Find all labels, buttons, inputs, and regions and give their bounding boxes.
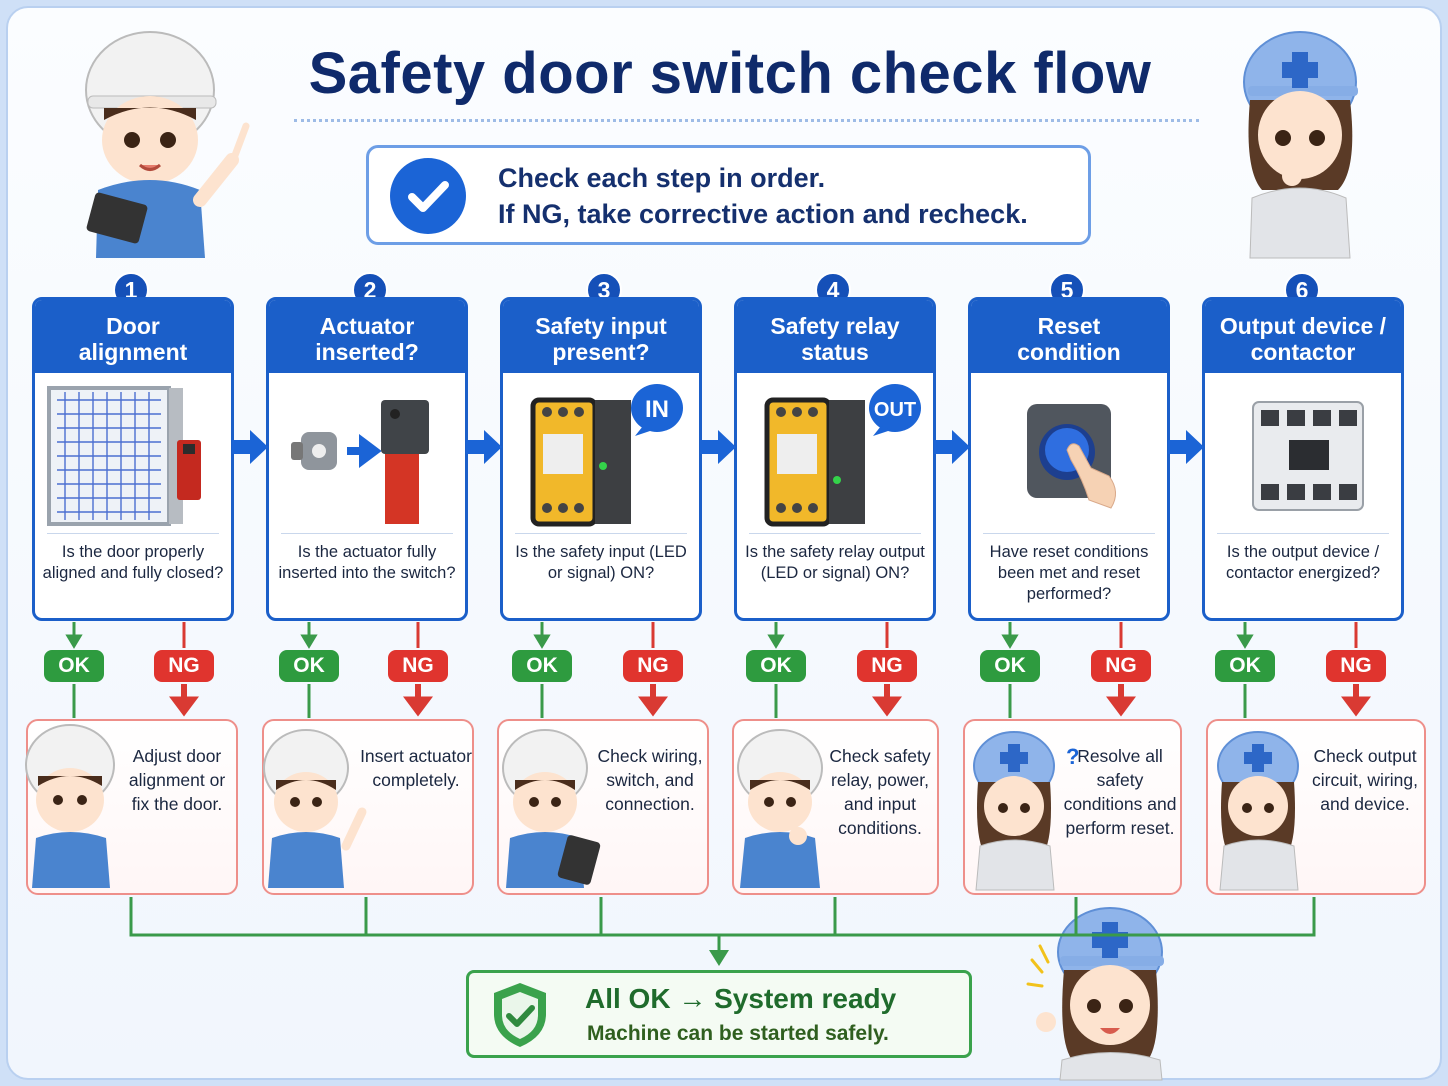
worker-celebrating-icon [1026, 907, 1164, 1081]
card-divider [281, 533, 453, 534]
reset-button-icon [1027, 404, 1116, 509]
instruction-line-1: Check each step in order. [498, 163, 826, 193]
ok-badge-2: OK [279, 650, 339, 682]
instruction-panel [366, 145, 1091, 245]
worker-pointing-icon [85, 31, 250, 258]
arrow-right-icon [700, 430, 736, 464]
page-title: Safety door switch check flow [308, 41, 1152, 106]
step-question-6: Is the output device / contactor energiz… [1225, 543, 1381, 582]
step-card-6: Output device /contactor Is the output d… [1202, 297, 1404, 621]
ng-action-text-5: Resolve all safety conditions and perfor… [1063, 746, 1177, 838]
ng-badge-6: NG [1326, 650, 1386, 682]
ng-action-text-3: Check wiring, switch, and connection. [597, 746, 703, 814]
ng-badge-5: NG [1091, 650, 1151, 682]
step-title-6: Output device /contactor [1205, 300, 1401, 373]
door-guard-icon [47, 386, 201, 526]
safety-relay-icon: IN [530, 384, 683, 527]
ok-badge-1: OK [44, 650, 104, 682]
card-divider [749, 533, 921, 534]
ok-badge-5: OK [980, 650, 1040, 682]
safety-relay-icon: OUT [764, 384, 921, 527]
card-divider [1217, 533, 1389, 534]
ng-action-text-1: Adjust door alignment or fix the door. [128, 746, 226, 814]
ng-badge-2: NG [388, 650, 448, 682]
ng-badge-4: NG [857, 650, 917, 682]
checkmark-icon [390, 158, 466, 234]
ng-action-text-4: Check safety relay, power, and input con… [829, 746, 931, 838]
step-question-1: Is the door properly aligned and fully c… [42, 543, 224, 582]
input-bubble-label: IN [645, 396, 669, 423]
ng-badge-1: NG [154, 650, 214, 682]
title-divider [294, 119, 1199, 122]
card-divider [983, 533, 1155, 534]
card-divider [515, 533, 687, 534]
worker-thinking-icon: ? [973, 731, 1079, 891]
shield-check-icon [494, 983, 546, 1047]
output-bubble-label: OUT [874, 399, 916, 421]
step-question-3: Is the safety input (LED or signal) ON? [515, 543, 687, 582]
step-question-4: Is the safety relay output (LED or signa… [745, 543, 925, 582]
arrow-right-icon [232, 430, 268, 464]
arrow-right-icon [466, 430, 502, 464]
ng-badge-3: NG [623, 650, 683, 682]
worker-thinking-icon [737, 729, 823, 888]
card-divider [47, 533, 219, 534]
worker-thinking-icon [1243, 31, 1358, 259]
ng-action-text-2: Insert actuator completely. [360, 746, 472, 790]
final-result-box [466, 970, 972, 1058]
actuator-switch-icon [291, 400, 429, 524]
step-question-5: Have reset conditions been met and reset… [989, 543, 1149, 603]
instruction-line-2: If NG, take corrective action and rechec… [498, 199, 1028, 229]
worker-tablet-icon [502, 729, 601, 888]
arrow-right-icon [934, 430, 970, 464]
final-result-subtitle: Machine can be started safely. [587, 1022, 889, 1045]
worker-pointing-icon [263, 729, 367, 888]
ng-action-text-6: Check output circuit, wiring, and device… [1312, 746, 1418, 814]
step-question-2: Is the actuator fully inserted into the … [278, 543, 456, 582]
worker-arms-crossed-icon [25, 724, 115, 888]
arrow-right-icon [1168, 430, 1204, 464]
ok-badge-3: OK [512, 650, 572, 682]
ok-badge-6: OK [1215, 650, 1275, 682]
question-mark-icon: ? [1066, 744, 1079, 769]
worker-neutral-icon [1217, 731, 1299, 891]
contactor-icon [1252, 401, 1364, 511]
ok-badge-4: OK [746, 650, 806, 682]
final-result-title: All OK → System ready [585, 983, 897, 1014]
